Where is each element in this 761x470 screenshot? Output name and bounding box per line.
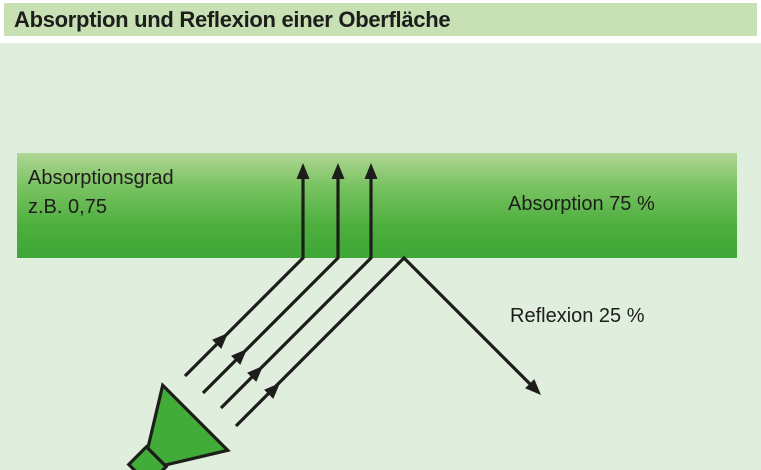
reflexion-label: Reflexion 25 % xyxy=(510,305,645,327)
speaker-box xyxy=(126,444,169,470)
absorption-label: Absorption 75 % xyxy=(508,193,655,215)
diagram-panel: Absorptionsgrad z.B. 0,75 Absorption 75 … xyxy=(0,43,761,470)
page-title: Absorption und Reflexion einer Oberfläch… xyxy=(14,6,451,32)
title-bar: Absorption und Reflexion einer Oberfläch… xyxy=(4,3,757,36)
surface-label-line1: Absorptionsgrad xyxy=(28,167,174,189)
surface-label-line2: z.B. 0,75 xyxy=(28,196,107,218)
surface-label: Absorptionsgrad z.B. 0,75 xyxy=(28,164,174,222)
speaker-cone xyxy=(146,382,231,467)
speaker-icon xyxy=(126,382,231,470)
reflected-ray xyxy=(234,255,541,428)
